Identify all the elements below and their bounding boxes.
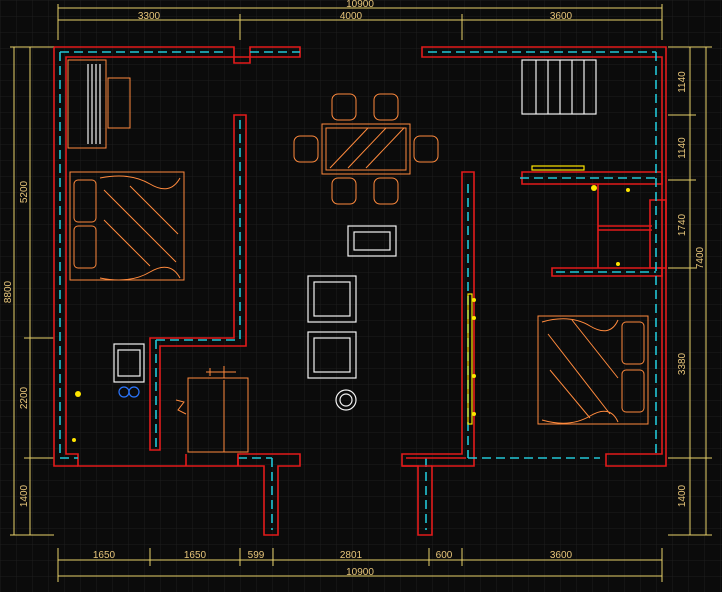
light-point-9: [472, 412, 476, 416]
chair-bottom-1: [331, 177, 357, 205]
left-inner-partition: [149, 114, 247, 451]
bottom-dimension-3: 599: [248, 550, 265, 561]
stair-treads: [535, 60, 585, 114]
bottom-dimension-1: 1650: [93, 550, 116, 561]
wardrobe: [67, 59, 107, 149]
dining-area: [293, 93, 439, 205]
light-point-5: [616, 262, 620, 266]
chair-right: [413, 135, 439, 163]
armchair-1-seat: [353, 231, 391, 251]
top-overall-dimension: 10900: [346, 0, 374, 10]
stair-landing-detail: [206, 366, 236, 378]
right-dimension-2: 1140: [677, 137, 688, 159]
living-area: [175, 225, 397, 453]
table-glass-lines: [329, 127, 405, 169]
right-bedroom: [467, 293, 649, 425]
desk: [107, 77, 131, 129]
left-dimension-3: 1400: [19, 484, 30, 507]
bottom-dimension-2: 1650: [184, 550, 207, 561]
sofa-seat-2: [307, 331, 357, 379]
dining-table-inner: [325, 127, 407, 171]
right-overall-dimension: 7400: [695, 246, 706, 269]
right-dimension-1: 1140: [677, 71, 688, 93]
dining-table: [321, 123, 411, 175]
bed-cover-pattern: [99, 175, 181, 281]
top-dimensions: 10900 3300 4000 3600: [57, 0, 663, 40]
bottom-overall-dimension: 10900: [346, 567, 374, 578]
top-dimension-2: 4000: [340, 11, 363, 22]
bottom-dimension-4: 2801: [340, 550, 363, 561]
side-table: [335, 389, 357, 411]
light-point-2: [72, 438, 76, 442]
left-dimensions: 8800 5200 2200 1400: [3, 46, 54, 536]
light-point-6: [472, 298, 476, 302]
chair-bottom-2: [373, 177, 399, 205]
light-point-1: [75, 391, 81, 397]
bottom-dimension-5: 600: [436, 550, 453, 561]
right-double-bed: [537, 315, 649, 425]
light-point-7: [472, 316, 476, 320]
left-bedroom: [67, 59, 185, 442]
stair-void: [187, 377, 249, 453]
left-outer-wall: [54, 46, 301, 536]
pillow-2: [73, 225, 97, 269]
bottom-dimension-6: 3600: [550, 550, 573, 561]
right-bed-cover-pattern: [541, 318, 619, 424]
light-point-3: [591, 185, 597, 191]
sofa-seat-2-cushion: [313, 337, 351, 373]
chair-left: [293, 135, 319, 163]
fixture-circle-2: [128, 386, 140, 398]
top-dimension-3: 3600: [550, 11, 573, 22]
right-dimensions: 1140 1140 1740 7400 3380 1400: [668, 46, 712, 536]
left-inner-dashed-wall: [59, 51, 300, 530]
right-pillow-1: [621, 321, 645, 365]
right-door-threshold: [402, 457, 466, 467]
right-dimension-5: 1400: [677, 484, 688, 507]
right-inner-dashed-wall: [425, 51, 657, 530]
light-point-4: [626, 188, 630, 192]
light-point-8: [472, 374, 476, 378]
right-dimension-3: 1740: [677, 213, 688, 236]
left-dimension-1: 5200: [19, 180, 30, 203]
left-door-jambs: [185, 454, 239, 466]
left-overall-dimension: 8800: [3, 280, 14, 303]
left-wall-red: [53, 47, 78, 467]
sofa-seat-1-cushion: [313, 281, 351, 317]
stair-symbol: [175, 399, 187, 415]
right-pillow-2: [621, 369, 645, 413]
sofa-seat-1: [307, 275, 357, 323]
right-dimension-4: 3380: [677, 352, 688, 375]
chair-top-2: [373, 93, 399, 121]
stair-block: [521, 59, 597, 115]
right-inner-wall: [401, 171, 475, 536]
armchair-1: [347, 225, 397, 257]
bottom-dimensions: 1650 1650 599 2801 600 3600 10900: [57, 548, 663, 582]
wardrobe-rail: [467, 293, 473, 425]
counter-strip: [531, 165, 585, 171]
pillow-1: [73, 179, 97, 223]
right-window-frame: [649, 199, 667, 269]
washbasin-bowl: [117, 349, 141, 377]
walls: [53, 46, 667, 536]
top-dimension-1: 3300: [138, 11, 161, 22]
right-upper-rooms: [521, 59, 630, 266]
right-closet-partition: [597, 184, 652, 268]
side-table-top: [339, 393, 353, 407]
right-outer-wall: [421, 46, 667, 467]
right-horizontal-partition: [521, 171, 663, 185]
right-bath-partition: [551, 267, 663, 277]
wardrobe-hangers: [87, 64, 101, 144]
washbasin: [113, 343, 145, 383]
chair-top-1: [331, 93, 357, 121]
left-dimension-2: 2200: [19, 386, 30, 409]
